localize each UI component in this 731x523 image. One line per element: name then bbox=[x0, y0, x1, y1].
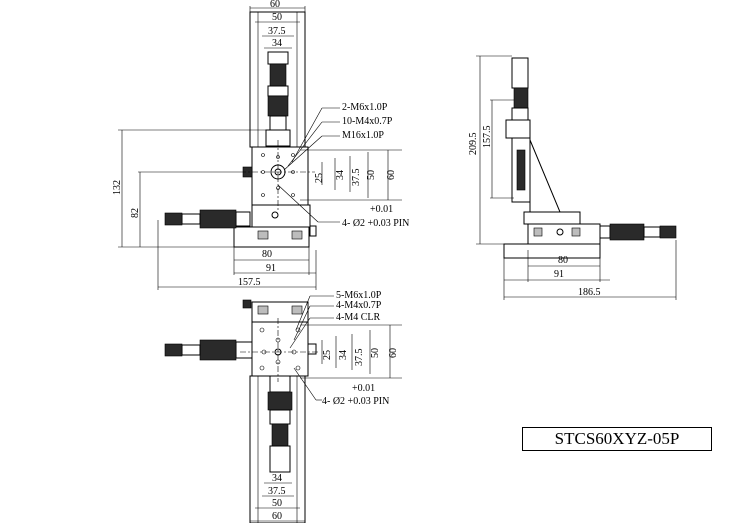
dim-side-186-5: 186.5 bbox=[578, 287, 601, 298]
model-label: STCS60XYZ-05P bbox=[522, 427, 712, 451]
dim-right-34: 34 bbox=[335, 170, 346, 180]
dim-right-50: 50 bbox=[366, 170, 377, 180]
dim-left-132: 132 bbox=[112, 180, 123, 195]
dim-bottom-37-5: 37.5 bbox=[268, 486, 286, 497]
dim-top-34: 34 bbox=[272, 38, 282, 49]
dim-right-37-5: 37.5 bbox=[351, 169, 362, 187]
side-view: 209.5 157.5 80 91 186.5 bbox=[468, 55, 677, 300]
dim-bottom-80: 80 bbox=[262, 249, 272, 260]
dim-bottom-right-60: 60 bbox=[388, 348, 399, 358]
callout-m16: M16x1.0P bbox=[342, 130, 384, 141]
pin-bottom: 4- Ø2 +0.03 PIN bbox=[322, 396, 389, 407]
dim-bottom-91: 91 bbox=[266, 263, 276, 274]
dim-top-50: 50 bbox=[272, 12, 282, 23]
dim-bottom-right-34: 34 bbox=[338, 350, 349, 360]
top-view: 60 50 37.5 34 25 34 37.5 50 60 132 82 80 bbox=[112, 0, 409, 290]
dim-bottom-157-5: 157.5 bbox=[238, 277, 261, 288]
callout-10-m4: 10-M4x0.7P bbox=[342, 116, 393, 127]
dim-bottom-60: 60 bbox=[272, 511, 282, 522]
callout-5-m6: 5-M6x1.0P bbox=[336, 290, 382, 301]
bottom-view: 25 34 37.5 50 60 5-M6x1.0P 4-M4x0.7P 4-M… bbox=[164, 290, 402, 523]
tolerance-bottom: +0.01 bbox=[352, 383, 375, 394]
dim-left-82: 82 bbox=[130, 208, 141, 218]
dim-bottom-right-50: 50 bbox=[370, 348, 381, 358]
dim-side-80: 80 bbox=[558, 255, 568, 266]
callout-4-m4: 4-M4x0.7P bbox=[336, 300, 382, 311]
dim-side-91: 91 bbox=[554, 269, 564, 280]
callout-4-m4-clr: 4-M4 CLR bbox=[336, 312, 381, 323]
callout-2-m6: 2-M6x1.0P bbox=[342, 102, 388, 113]
dim-side-157-5: 157.5 bbox=[482, 126, 493, 149]
dim-bottom-34: 34 bbox=[272, 473, 282, 484]
pin-top: 4- Ø2 +0.03 PIN bbox=[342, 218, 409, 229]
dim-right-25: 25 bbox=[314, 173, 325, 183]
dim-top-37-5: 37.5 bbox=[268, 26, 286, 37]
dim-right-60: 60 bbox=[386, 170, 397, 180]
dim-bottom-right-37-5: 37.5 bbox=[354, 349, 365, 367]
dim-bottom-50: 50 bbox=[272, 498, 282, 509]
dim-top-60: 60 bbox=[270, 0, 280, 10]
dim-bottom-right-25: 25 bbox=[322, 350, 333, 360]
tolerance-top: +0.01 bbox=[370, 204, 393, 215]
dim-side-209-5: 209.5 bbox=[468, 133, 479, 156]
